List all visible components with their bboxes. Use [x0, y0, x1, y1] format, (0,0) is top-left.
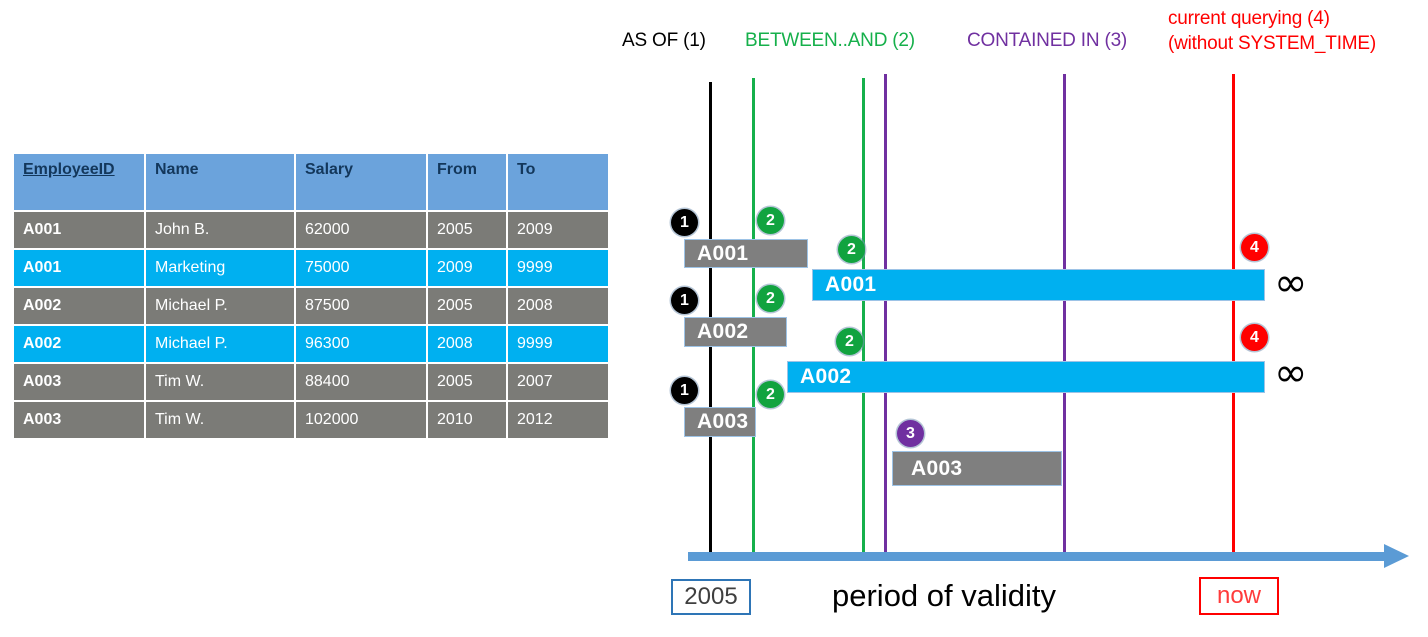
- bar-label: A001: [825, 273, 877, 296]
- column-header-from: From: [428, 154, 506, 210]
- badge-as-of-a002: 1: [671, 287, 698, 314]
- bar-label: A003: [911, 456, 963, 480]
- badge-current-a002: 4: [1241, 324, 1268, 351]
- vline-between-end: [862, 78, 865, 560]
- cell-employeeid: A002: [14, 326, 144, 362]
- cell-salary: 75000: [296, 250, 426, 286]
- cell-name: Michael P.: [146, 288, 294, 324]
- badge-as-of-a003: 1: [671, 377, 698, 404]
- timeline-axis: [688, 552, 1388, 561]
- table-row: A003 Tim W. 102000 2010 2012: [14, 402, 608, 438]
- cell-from: 2008: [428, 326, 506, 362]
- legend-current-querying: current querying (4) (without SYSTEM_TIM…: [1168, 6, 1376, 56]
- cell-name: Marketing: [146, 250, 294, 286]
- cell-to: 2012: [508, 402, 608, 438]
- timeline-bar-a003-historic: A003: [684, 407, 756, 437]
- vline-now: [1232, 74, 1235, 560]
- cell-name: John B.: [146, 212, 294, 248]
- cell-salary: 62000: [296, 212, 426, 248]
- cell-employeeid: A003: [14, 402, 144, 438]
- legend-as-of: AS OF (1): [622, 30, 706, 51]
- bar-label: A002: [800, 365, 852, 388]
- legend-current-line2: (without SYSTEM_TIME): [1168, 33, 1377, 54]
- badge-contained-in-a003: 3: [897, 420, 924, 447]
- cell-name: Tim W.: [146, 364, 294, 400]
- cell-from: 2005: [428, 212, 506, 248]
- cell-employeeid: A003: [14, 364, 144, 400]
- cell-to: 2008: [508, 288, 608, 324]
- vline-contained-start: [884, 74, 887, 560]
- column-header-employeeid: EmployeeID: [14, 154, 144, 210]
- infinity-icon: ∞: [1274, 350, 1308, 396]
- timeline-bar-a001-current: A001: [812, 269, 1265, 301]
- table-row: A002 Michael P. 96300 2008 9999: [14, 326, 608, 362]
- cell-salary: 87500: [296, 288, 426, 324]
- timeline-bar-a003-later: A003: [892, 451, 1062, 486]
- badge-between-a002-left: 2: [757, 285, 784, 312]
- cell-name: Tim W.: [146, 402, 294, 438]
- column-header-name: Name: [146, 154, 294, 210]
- cell-to: 2007: [508, 364, 608, 400]
- cell-to: 9999: [508, 326, 608, 362]
- cell-salary: 96300: [296, 326, 426, 362]
- legend-between-and: BETWEEN..AND (2): [745, 30, 915, 51]
- cell-employeeid: A001: [14, 250, 144, 286]
- table-header-row: EmployeeID Name Salary From To: [14, 154, 608, 210]
- cell-from: 2005: [428, 364, 506, 400]
- axis-caption: period of validity: [832, 578, 1057, 613]
- cell-from: 2010: [428, 402, 506, 438]
- column-header-to: To: [508, 154, 608, 210]
- cell-from: 2005: [428, 288, 506, 324]
- badge-as-of-a001: 1: [671, 209, 698, 236]
- legend-current-line1: current querying (4): [1168, 8, 1330, 29]
- bar-label: A003: [697, 410, 749, 433]
- cell-name: Michael P.: [146, 326, 294, 362]
- table-row: A003 Tim W. 88400 2005 2007: [14, 364, 608, 400]
- employee-temporal-table: EmployeeID Name Salary From To A001 John…: [12, 152, 610, 440]
- axis-start-label: 2005: [671, 579, 751, 615]
- bar-label: A001: [697, 241, 749, 265]
- cell-salary: 88400: [296, 364, 426, 400]
- arrow-right-icon: [1384, 544, 1409, 568]
- vline-contained-end: [1063, 74, 1066, 560]
- cell-to: 2009: [508, 212, 608, 248]
- cell-employeeid: A002: [14, 288, 144, 324]
- column-header-salary: Salary: [296, 154, 426, 210]
- badge-between-a001-left: 2: [757, 207, 784, 234]
- bar-label: A002: [697, 320, 749, 343]
- cell-from: 2009: [428, 250, 506, 286]
- badge-between-a002-right: 2: [836, 328, 863, 355]
- badge-current-a001: 4: [1241, 234, 1268, 261]
- table-row: A001 Marketing 75000 2009 9999: [14, 250, 608, 286]
- cell-salary: 102000: [296, 402, 426, 438]
- timeline-bar-a002-current: A002: [787, 361, 1265, 393]
- badge-between-a003: 2: [757, 381, 784, 408]
- timeline-bar-a002-historic: A002: [684, 317, 787, 347]
- cell-employeeid: A001: [14, 212, 144, 248]
- cell-to: 9999: [508, 250, 608, 286]
- badge-between-a001-right: 2: [838, 236, 865, 263]
- table-row: A001 John B. 62000 2005 2009: [14, 212, 608, 248]
- table-row: A002 Michael P. 87500 2005 2008: [14, 288, 608, 324]
- legend-contained-in: CONTAINED IN (3): [967, 30, 1128, 51]
- timeline-bar-a001-historic: A001: [684, 239, 808, 268]
- infinity-icon: ∞: [1274, 260, 1308, 306]
- axis-now-label: now: [1199, 577, 1279, 615]
